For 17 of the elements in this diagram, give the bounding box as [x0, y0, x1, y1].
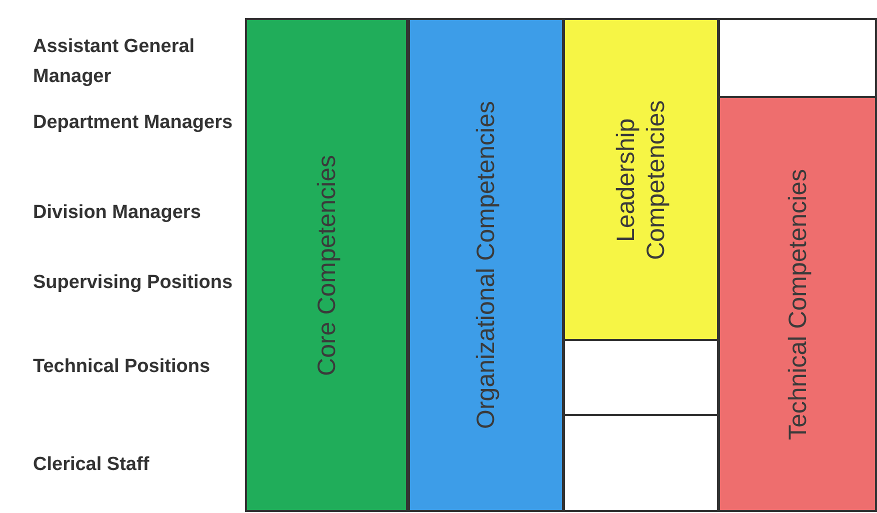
row-label: Clerical Staff [33, 453, 150, 477]
row-label: Technical Positions [33, 355, 212, 379]
column-title: Core Competencies [312, 154, 342, 376]
row-label: Supervising Positions [33, 271, 234, 295]
column-title: Leadership Competencies [611, 98, 671, 262]
empty-box [563, 414, 719, 512]
row-label: Department Managers [33, 111, 234, 135]
competency-column [245, 18, 408, 512]
row-label: Division Managers [33, 201, 202, 225]
competency-column [563, 18, 719, 341]
row-label: Assistant General Manager [33, 35, 196, 89]
empty-box [718, 18, 877, 98]
competency-column [408, 18, 564, 512]
empty-box [563, 339, 719, 416]
column-title: Organizational Competencies [471, 101, 501, 429]
competency-column [718, 96, 877, 512]
column-title: Technical Competencies [782, 168, 812, 440]
